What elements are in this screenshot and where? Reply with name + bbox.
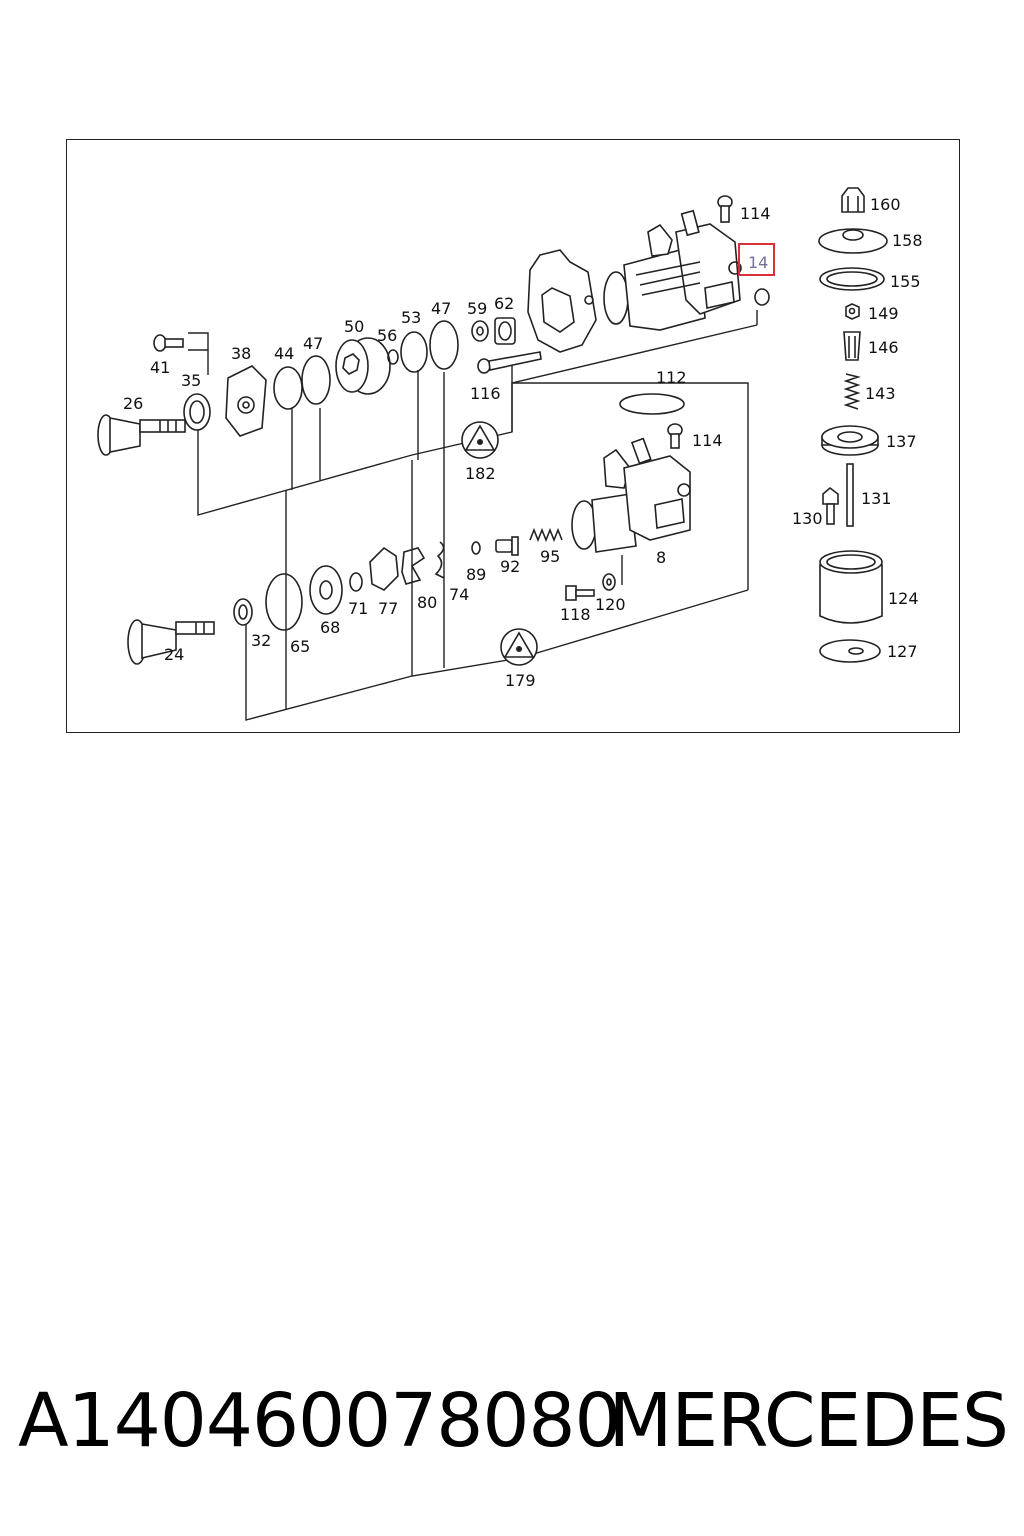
gasket-155-icon <box>819 267 885 291</box>
highlight-box <box>738 243 775 276</box>
label-149: 149 <box>868 304 899 323</box>
label-131: 131 <box>861 489 892 508</box>
label-53: 53 <box>401 308 421 327</box>
oring-44-icon <box>273 366 303 410</box>
footer: A140460078080 MERCEDES <box>18 1378 1009 1468</box>
leader-lines <box>188 310 758 721</box>
seal-35-icon <box>183 393 211 431</box>
pump-assembly-top-icon <box>603 209 742 331</box>
oring-47-icon <box>301 355 331 405</box>
label-62: 62 <box>494 294 514 313</box>
shaft-24-icon <box>127 619 215 665</box>
housing-cover-icon <box>527 249 597 353</box>
label-26: 26 <box>123 394 143 413</box>
plate-158-icon <box>818 228 888 254</box>
label-124: 124 <box>888 589 919 608</box>
bolt-41-icon <box>153 334 184 352</box>
label-50: 50 <box>344 317 364 336</box>
washer-59-icon <box>471 320 489 342</box>
label-80: 80 <box>417 593 437 612</box>
stud-131-icon <box>846 463 854 527</box>
clip-80-icon <box>401 547 426 585</box>
label-114-top: 114 <box>740 204 771 223</box>
spring-143-icon <box>843 373 861 410</box>
label-24: 24 <box>164 645 184 664</box>
filter-146-icon <box>843 331 861 361</box>
washer-120-icon <box>602 573 616 591</box>
spring-95-icon <box>529 527 563 543</box>
bolt-130-icon <box>822 486 839 525</box>
label-160: 160 <box>870 195 901 214</box>
label-120: 120 <box>595 595 626 614</box>
label-116: 116 <box>470 384 501 403</box>
valve-92-icon <box>495 536 519 556</box>
segment-77-icon <box>369 546 399 591</box>
label-92: 92 <box>500 557 520 576</box>
bolt-114-icon <box>717 195 733 223</box>
rotor-plate-38-icon <box>225 365 267 437</box>
cap-160-icon <box>841 187 865 213</box>
bearing-62-icon <box>494 317 516 345</box>
part-number: A140460078080 <box>18 1378 622 1464</box>
label-14: 14 <box>748 253 768 272</box>
label-8: 8 <box>656 548 666 567</box>
hub-50-icon <box>335 337 391 395</box>
rotor-68-icon <box>309 565 343 615</box>
label-41: 41 <box>150 358 170 377</box>
oring-112-icon <box>619 393 685 415</box>
diagram-frame <box>66 139 960 733</box>
label-127: 127 <box>887 642 918 661</box>
label-56: 56 <box>377 326 397 345</box>
label-182: 182 <box>465 464 496 483</box>
label-146: 146 <box>868 338 899 357</box>
ring-71-icon <box>349 572 363 592</box>
seal-32-icon <box>233 598 253 626</box>
label-118: 118 <box>560 605 591 624</box>
gasket-127-icon <box>819 639 881 663</box>
label-35: 35 <box>181 371 201 390</box>
nut-149-icon <box>845 303 860 320</box>
label-59: 59 <box>467 299 487 318</box>
oring-53-icon <box>400 331 428 373</box>
label-179: 179 <box>505 671 536 690</box>
label-68: 68 <box>320 618 340 637</box>
label-114-lower: 114 <box>692 431 723 450</box>
label-137: 137 <box>886 432 917 451</box>
reservoir-124-icon <box>819 550 883 624</box>
label-95: 95 <box>540 547 560 566</box>
shaft-26-icon <box>97 414 186 456</box>
label-38: 38 <box>231 344 251 363</box>
label-71: 71 <box>348 599 368 618</box>
label-44: 44 <box>274 344 294 363</box>
kit-179-icon <box>500 628 538 666</box>
kit-182-icon <box>461 421 499 459</box>
label-112: 112 <box>656 368 687 387</box>
label-74: 74 <box>449 585 469 604</box>
label-47b: 47 <box>431 299 451 318</box>
oring-65-icon <box>265 573 303 631</box>
label-77: 77 <box>378 599 398 618</box>
label-47a: 47 <box>303 334 323 353</box>
ring-56-icon <box>387 349 399 365</box>
bolt-118-icon <box>565 585 595 601</box>
label-65: 65 <box>290 637 310 656</box>
bolt-116-icon <box>477 351 542 374</box>
label-89: 89 <box>466 565 486 584</box>
label-158: 158 <box>892 231 923 250</box>
label-32: 32 <box>251 631 271 650</box>
snap-74-icon <box>434 541 445 579</box>
highlighted-part-14[interactable]: 14 <box>738 243 775 276</box>
oring-47b-icon <box>429 320 459 370</box>
pump-assembly-8-icon <box>571 437 691 553</box>
ring-89-icon <box>471 541 481 555</box>
bolt-114b-icon <box>667 423 683 449</box>
small-oring-icon <box>754 288 770 306</box>
label-155: 155 <box>890 272 921 291</box>
label-130: 130 <box>792 509 823 528</box>
label-143: 143 <box>865 384 896 403</box>
filter-element-137-icon <box>821 425 879 456</box>
brand-name: MERCEDES <box>608 1378 1009 1464</box>
